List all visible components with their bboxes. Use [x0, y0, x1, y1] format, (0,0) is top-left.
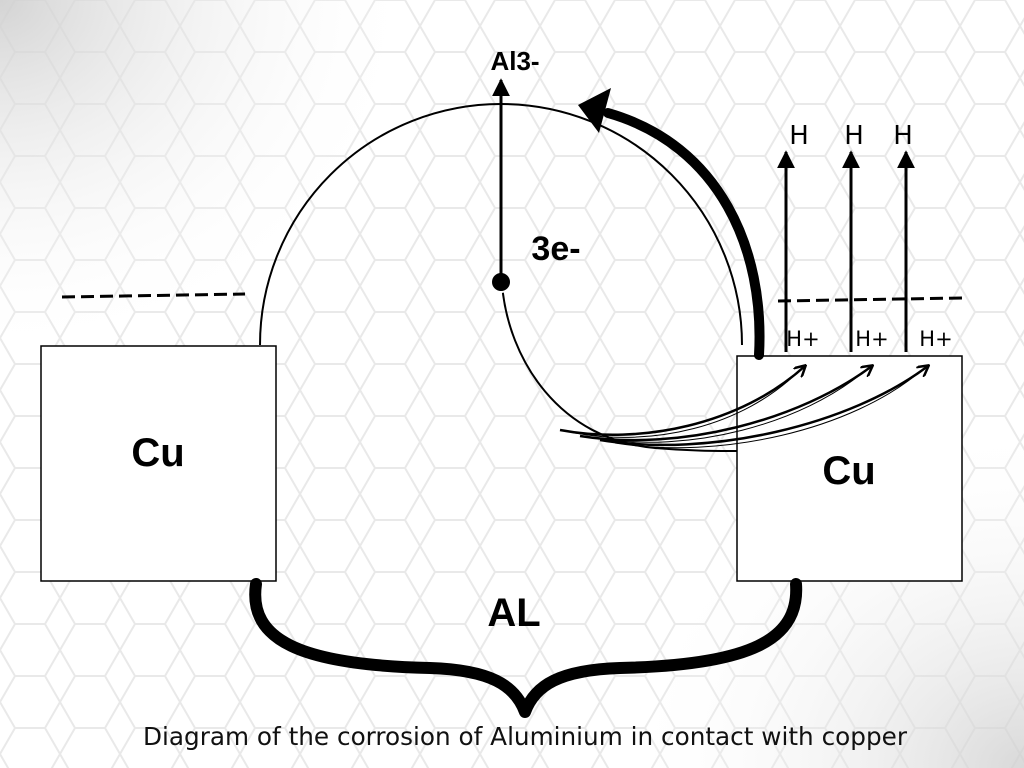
- label-hydrogen: H: [893, 121, 913, 151]
- electron-flow-arrows: [559, 366, 928, 449]
- label-hydrogen: H: [844, 121, 864, 151]
- label-al: AL: [487, 591, 540, 635]
- label-al-ion: Al3-: [490, 46, 539, 76]
- label-hydrogen-ion: H+: [919, 327, 952, 351]
- corner-shade-top-left: [0, 0, 420, 360]
- label-hydrogen: H: [789, 121, 809, 151]
- electron-flow-arrow: [559, 366, 805, 436]
- diagram-caption: Diagram of the corrosion of Aluminium in…: [143, 722, 908, 751]
- aluminium-brace: [249, 578, 803, 718]
- label-cu-left: Cu: [131, 431, 184, 475]
- electron-flow-arrow: [579, 366, 872, 442]
- big-curved-arrow: [603, 108, 765, 360]
- copper-block-right: [736, 355, 963, 582]
- electron-flow-arrow-sketch: [614, 369, 923, 449]
- dashed-line-right: [777, 296, 963, 303]
- label-hydrogen-ion: H+: [786, 327, 819, 351]
- electron-flow-arrow-sketch: [594, 369, 867, 443]
- big-curved-arrow-head: [578, 88, 611, 133]
- copper-block-left: [40, 345, 277, 582]
- dashed-line-left: [61, 292, 246, 299]
- label-cu-right: Cu: [822, 449, 875, 493]
- electron-flow-arrow: [599, 366, 928, 447]
- label-hydrogen-ion: H+: [855, 327, 888, 351]
- electron-flow-arrow-sketch: [574, 369, 801, 438]
- label-electrons: 3e-: [531, 230, 580, 268]
